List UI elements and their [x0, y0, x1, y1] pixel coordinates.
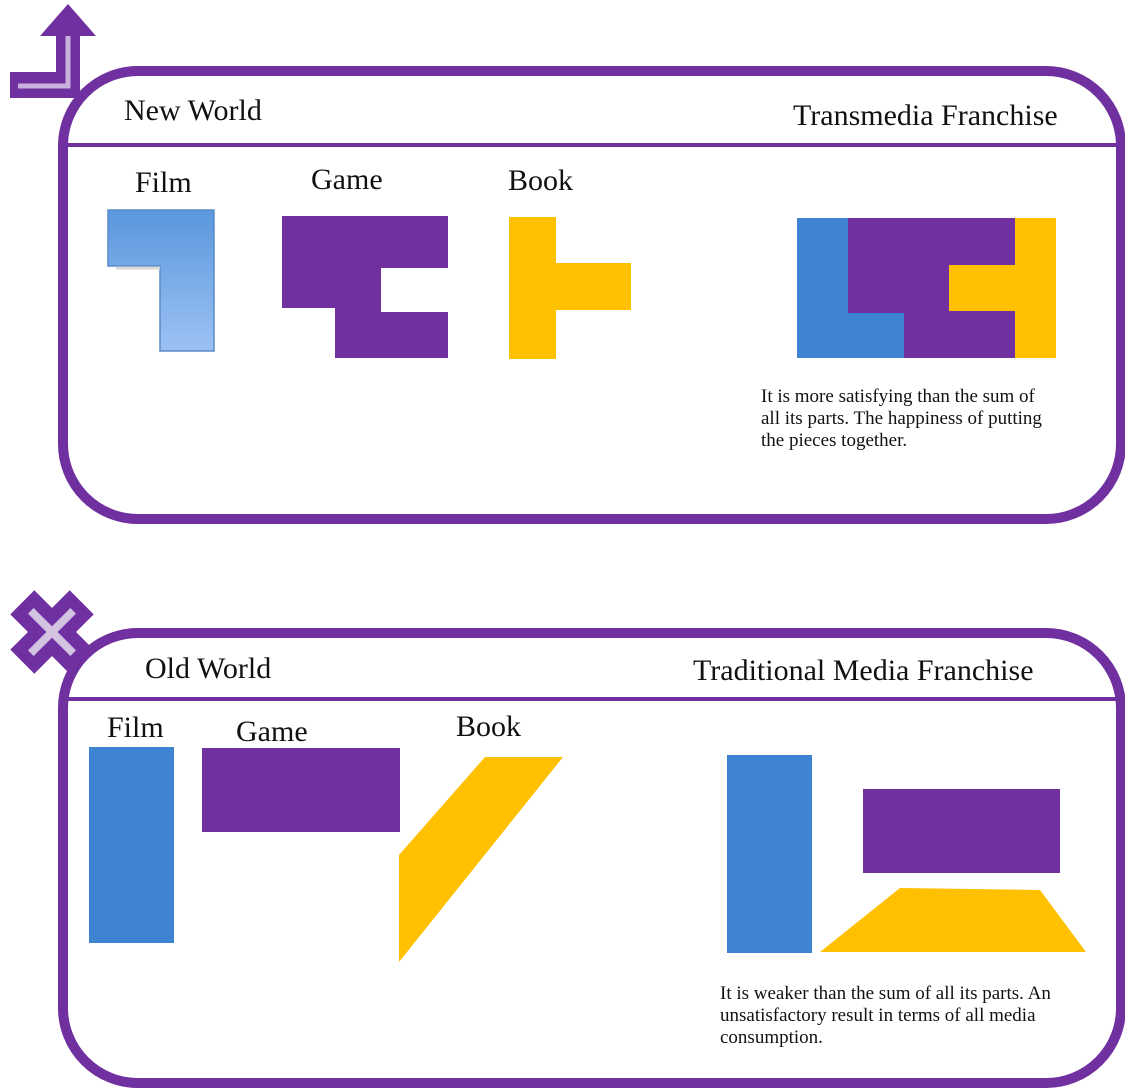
new-world-game-piece-left	[282, 216, 338, 308]
old-world-subtitle: Traditional Media Franchise	[693, 654, 1034, 687]
new-world-film-piece	[107, 209, 215, 352]
old-world-film-piece	[89, 747, 174, 943]
old-world-caption: It is weaker than the sum of all its par…	[720, 983, 1051, 1048]
mismatched-game-piece	[863, 789, 1060, 873]
up-turn-arrow-icon	[10, 4, 96, 98]
old-world-book-piece	[399, 757, 563, 962]
assembled-book-piece-vertical	[1015, 218, 1056, 358]
new-world-game-piece-bottom	[335, 312, 448, 358]
new-world-book-piece-horizontal	[554, 263, 631, 310]
assembled-book-piece-horizontal	[949, 265, 1017, 311]
new-world-book-label: Book	[508, 164, 574, 197]
old-world-film-label: Film	[107, 711, 164, 744]
new-world-subtitle: Transmedia Franchise	[793, 99, 1058, 132]
new-world-divider	[66, 143, 1118, 147]
mismatched-book-piece	[820, 888, 1086, 952]
new-world-film-label: Film	[135, 166, 192, 199]
new-world-game-label: Game	[311, 163, 383, 196]
mismatched-film-piece	[727, 755, 812, 953]
old-world-divider	[66, 697, 1118, 701]
new-world-title: New World	[124, 94, 262, 127]
new-world-book-piece-vertical	[509, 217, 556, 359]
old-world-game-label: Game	[236, 715, 308, 748]
old-world-book-label: Book	[456, 710, 522, 743]
old-world-game-piece	[202, 748, 400, 832]
x-cross-icon	[10, 590, 94, 674]
new-world-caption: It is more satisfying than the sum of al…	[761, 386, 1042, 451]
old-world-title: Old World	[145, 652, 272, 685]
